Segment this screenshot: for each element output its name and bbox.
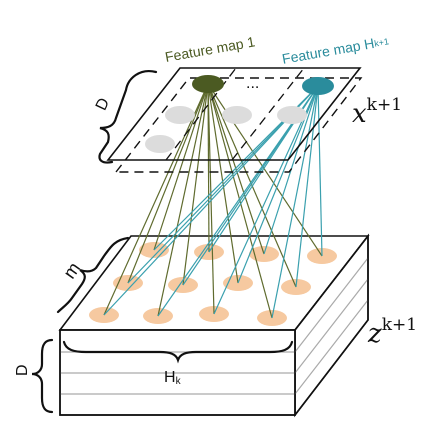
feature-map-1-label: Feature map 1 [164,33,257,65]
feature-dot-grey [222,106,252,124]
hk-brace [62,340,294,364]
d-left-label: D [14,364,31,376]
ellipsis-text: ... [246,75,259,92]
x-feature-plane: ... [106,67,363,173]
z-symbol: z [367,319,382,349]
feature-map-h-label: Feature map Hk+1 [281,32,390,67]
svg-text:xk+1: xk+1 [352,95,402,129]
feature-dot-grey [145,135,175,153]
x-label: xk+1 [352,95,402,129]
z-label: zk+1 [367,315,417,349]
z-layer-line-side [294,257,369,353]
d-left-brace [31,338,54,414]
x-symbol: x [352,99,367,129]
hk-label: Hk [164,369,182,387]
m-label: m [59,259,84,283]
d-top-label: D [93,95,113,113]
x-plane-separator [231,67,305,161]
feature-map-h-text: Feature map H [281,35,376,67]
feature-dot-grey [165,106,195,124]
svg-text:Feature map Hk+1: Feature map Hk+1 [281,32,390,67]
z-layer-line-side [294,278,369,374]
x-plane-dashed [114,77,363,173]
feature-node-teal [302,77,334,95]
x-plane-separator [165,67,237,161]
x-plane-solid [106,67,362,161]
feature-map-h-subscript: k+1 [373,36,389,48]
x-superscript: k+1 [367,95,402,115]
d-top-brace [98,70,158,164]
svg-text:zk+1: zk+1 [367,315,417,349]
z-layer-line-side [294,299,369,395]
feature-dot-grey [277,106,307,124]
feature-node-olive [192,75,224,93]
m-brace [56,236,130,314]
h-symbol: H [164,369,176,386]
z-superscript: k+1 [382,315,417,335]
h-subscript: k [176,376,182,387]
svg-text:Hk: Hk [164,369,182,387]
